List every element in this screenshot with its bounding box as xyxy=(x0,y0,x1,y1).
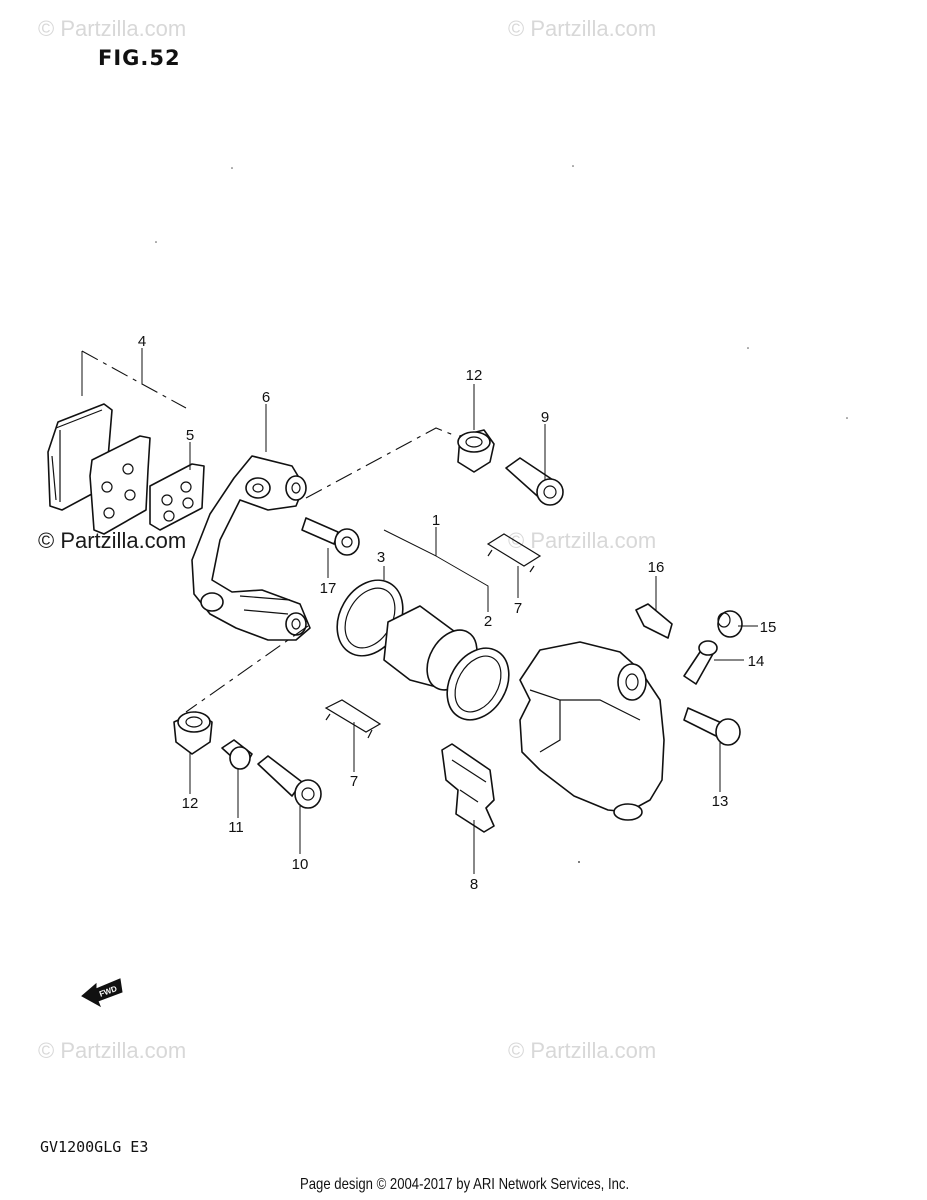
watermark-bottom-right: © Partzilla.com xyxy=(508,1038,657,1063)
sleeve-9 xyxy=(505,457,564,506)
watermark-mid-right: © Partzilla.com xyxy=(508,528,657,553)
page-footer: Page design © 2004-2017 by ARI Network S… xyxy=(300,1176,630,1193)
callout-17: 17 xyxy=(320,580,337,597)
watermark-top-right: © Partzilla.com xyxy=(508,16,657,41)
pad-shim xyxy=(149,463,205,531)
callout-4: 4 xyxy=(138,333,146,350)
callout-7-bottom: 7 xyxy=(350,773,358,790)
scan-specks xyxy=(155,165,848,863)
caliper-bracket xyxy=(191,455,311,641)
callout-2: 2 xyxy=(484,613,492,630)
callout-8: 8 xyxy=(470,876,478,893)
clip-16 xyxy=(635,603,673,639)
boot-12-bottom xyxy=(173,711,213,755)
watermark-top-left: © Partzilla.com xyxy=(38,16,187,41)
callout-12-bottom: 12 xyxy=(182,795,199,812)
sleeve-11 xyxy=(221,739,253,770)
fwd-arrow-icon: FWD xyxy=(81,978,123,1008)
callout-13: 13 xyxy=(712,793,729,810)
callout-1: 1 xyxy=(432,512,440,529)
brake-pads xyxy=(47,403,151,535)
bolt-17 xyxy=(301,517,360,556)
clip-7-bottom xyxy=(324,699,382,739)
callout-16: 16 xyxy=(648,559,665,576)
callout-11: 11 xyxy=(228,819,244,836)
figure-title: FIG.52 xyxy=(98,46,181,70)
callouts: 4 5 6 12 9 1 3 17 2 7 16 15 14 13 7 8 12… xyxy=(138,333,777,893)
pin-10 xyxy=(257,755,322,809)
callout-5: 5 xyxy=(186,427,194,444)
callout-12-top: 12 xyxy=(466,367,483,384)
callout-14: 14 xyxy=(748,653,765,670)
callout-7-top: 7 xyxy=(514,600,522,617)
watermark-overlay: © Partzilla.com xyxy=(38,528,187,553)
cap-15 xyxy=(717,610,743,638)
model-code: GV1200GLG E3 xyxy=(40,1138,149,1156)
caliper-body xyxy=(519,641,665,821)
leader-lines xyxy=(81,348,758,874)
clip-7-top xyxy=(486,533,542,573)
bleeder-valve-14 xyxy=(683,640,718,685)
callout-9: 9 xyxy=(541,409,549,426)
watermark-bottom-left: © Partzilla.com xyxy=(38,1038,187,1063)
callout-15: 15 xyxy=(760,619,777,636)
pad-spring-8 xyxy=(441,743,495,833)
bolt-13 xyxy=(683,707,741,746)
callout-10: 10 xyxy=(292,856,309,873)
callout-3: 3 xyxy=(377,549,385,566)
boot-12-top xyxy=(457,429,495,473)
piston-seal-2 xyxy=(446,647,510,721)
callout-6: 6 xyxy=(262,389,270,406)
